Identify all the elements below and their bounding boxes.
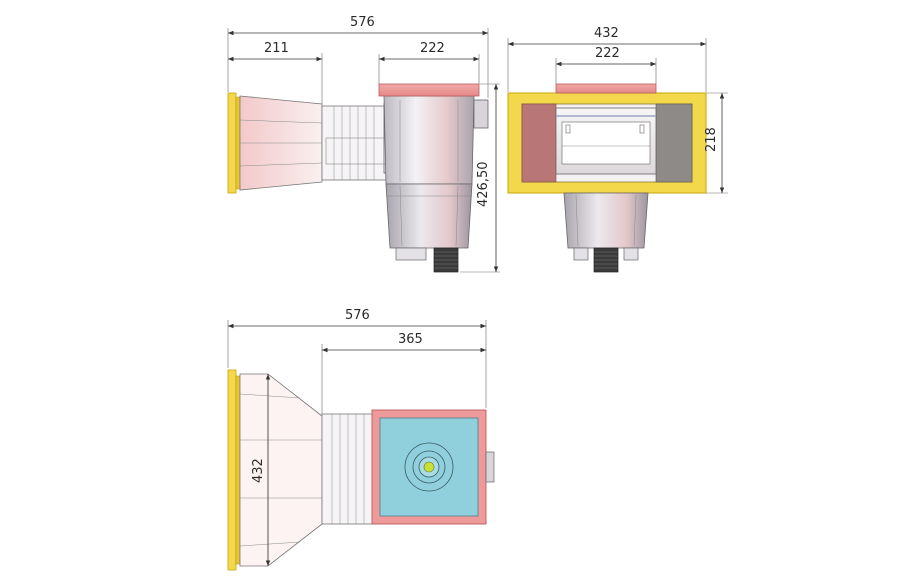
top-dim-365: 365 <box>398 332 423 347</box>
front-weir-slot-right <box>639 124 645 134</box>
side-bottom-pipe <box>395 247 427 261</box>
top-dim-432: 432 <box>251 458 266 483</box>
top-suction-port <box>423 461 435 473</box>
side-pipe <box>321 105 387 181</box>
side-dim-576: 576 <box>350 15 375 30</box>
front-thread-lines <box>594 251 618 269</box>
front-dim-432: 432 <box>594 26 619 41</box>
side-dim-222: 222 <box>420 41 445 56</box>
side-pipe-ribs <box>333 106 375 180</box>
side-bowl <box>385 183 473 249</box>
front-bottom-pipe-left <box>573 247 589 261</box>
top-ribbed-neck <box>321 413 377 525</box>
top-basket-ring-outer <box>404 442 454 492</box>
top-neck-ribs <box>331 414 365 524</box>
top-flange <box>227 369 237 571</box>
side-connector <box>473 99 489 129</box>
front-lid <box>555 83 657 94</box>
side-dim-height: 426,50 <box>476 162 491 208</box>
side-flange-face <box>235 96 241 190</box>
front-dim-218: 218 <box>704 127 719 152</box>
front-dim-222: 222 <box>595 46 620 61</box>
front-panel-left <box>521 103 557 183</box>
top-view: 576 365 432 <box>227 308 495 571</box>
side-thread-lines <box>434 251 458 269</box>
front-weir-flap <box>561 121 651 165</box>
front-view: 432 222 218 <box>507 26 728 273</box>
side-view: 576 211 222 426,50 <box>227 15 500 273</box>
front-weir-slot-left <box>565 124 571 134</box>
side-dim-211: 211 <box>264 41 289 56</box>
front-bowl <box>563 192 649 249</box>
side-body <box>383 95 475 185</box>
top-side-connector <box>485 451 495 483</box>
front-panel-right <box>655 103 693 183</box>
side-lid <box>378 83 480 97</box>
top-flange-face <box>235 375 241 565</box>
top-basket-ring-mid <box>412 450 446 484</box>
front-bottom-pipe-right <box>623 247 639 261</box>
side-flange <box>227 92 237 194</box>
top-dim-576: 576 <box>345 308 370 323</box>
